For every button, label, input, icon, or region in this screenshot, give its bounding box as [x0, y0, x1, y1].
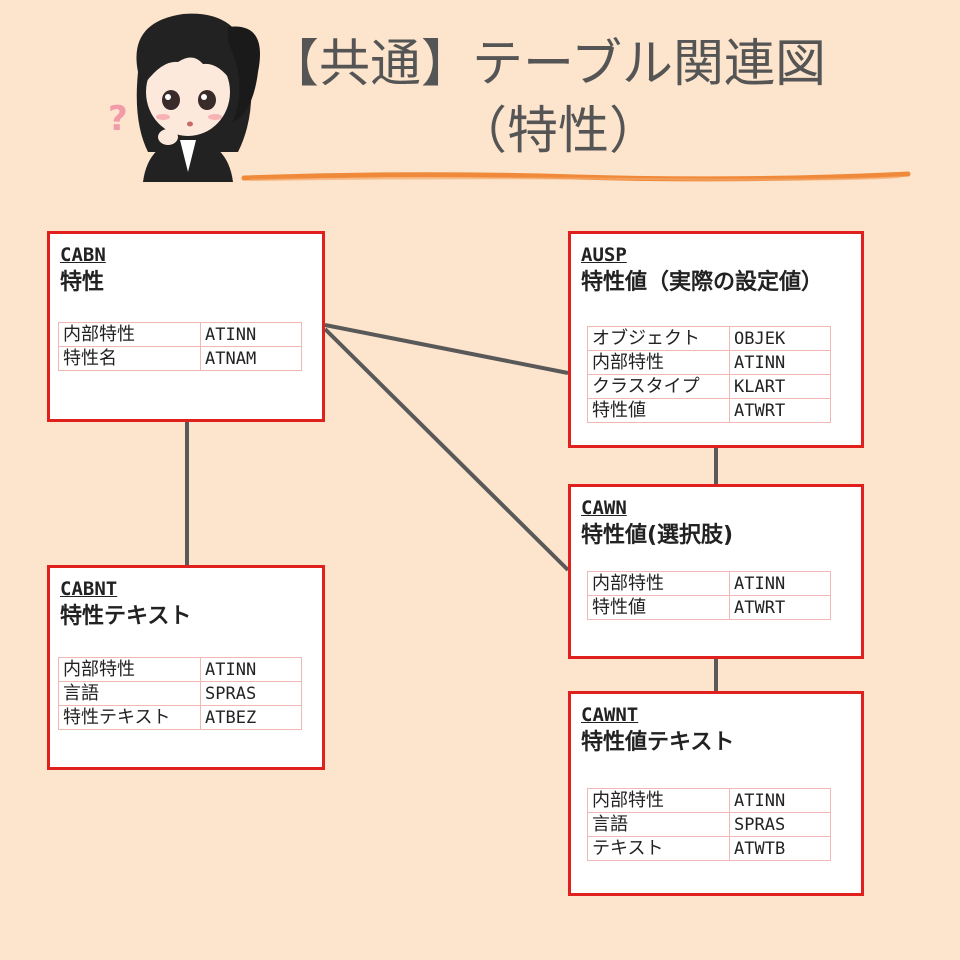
table-code: AUSP: [581, 244, 627, 266]
field-name: 特性値: [587, 595, 730, 620]
field-name: テキスト: [587, 836, 730, 861]
field-row: 内部特性 ATINN: [587, 788, 831, 813]
field-name: 特性テキスト: [58, 705, 201, 730]
table-name: 特性値テキスト: [581, 730, 735, 755]
field-row: 内部特性 ATINN: [587, 571, 831, 596]
field-code: ATBEZ: [200, 705, 302, 730]
field-name: 特性値: [587, 398, 730, 423]
header: ? 【共通】テーブル関連図 （特性）: [0, 0, 960, 200]
field-code: OBJEK: [729, 326, 831, 351]
field-list: 内部特性 ATINN 特性名 ATNAM: [58, 322, 302, 371]
field-name: 内部特性: [587, 350, 730, 375]
field-list: 内部特性 ATINN 特性値 ATWRT: [587, 571, 831, 620]
table-name: 特性値(選択肢): [581, 523, 734, 548]
svg-text:?: ?: [108, 99, 128, 139]
field-code: SPRAS: [729, 812, 831, 837]
field-code: ATINN: [729, 788, 831, 813]
field-name: 内部特性: [58, 322, 201, 347]
field-row: 言語 SPRAS: [587, 812, 831, 837]
field-list: 内部特性 ATINN 言語 SPRAS 特性テキスト ATBEZ: [58, 657, 302, 730]
table-code: CAWN: [581, 497, 627, 519]
field-list: オブジェクト OBJEK 内部特性 ATINN クラスタイプ KLART 特性値…: [587, 326, 831, 423]
field-code: ATINN: [729, 571, 831, 596]
relation-cabn-ausp: [324, 323, 569, 375]
field-name: 特性名: [58, 346, 201, 371]
table-box-ausp: AUSP 特性値（実際の設定値） オブジェクト OBJEK 内部特性 ATINN…: [568, 231, 864, 448]
field-row: テキスト ATWTB: [587, 836, 831, 861]
diagram-title: 【共通】テーブル関連図: [268, 35, 826, 94]
field-code: ATINN: [200, 322, 302, 347]
field-list: 内部特性 ATINN 言語 SPRAS テキスト ATWTB: [587, 788, 831, 861]
field-row: 言語 SPRAS: [58, 681, 302, 706]
table-name: 特性テキスト: [60, 604, 192, 629]
field-row: オブジェクト OBJEK: [587, 326, 831, 351]
table-code: CABN: [60, 244, 106, 266]
field-row: 特性値 ATWRT: [587, 595, 831, 620]
field-name: クラスタイプ: [587, 374, 730, 399]
field-row: 特性名 ATNAM: [58, 346, 302, 371]
table-box-cabn: CABN 特性 内部特性 ATINN 特性名 ATNAM: [47, 231, 325, 422]
field-code: ATWRT: [729, 398, 831, 423]
diagram-subtitle: （特性）: [455, 102, 660, 161]
field-name: オブジェクト: [587, 326, 730, 351]
field-row: 内部特性 ATINN: [587, 350, 831, 375]
field-row: 特性テキスト ATBEZ: [58, 705, 302, 730]
table-box-cawnt: CAWNT 特性値テキスト 内部特性 ATINN 言語 SPRAS テキスト A…: [568, 691, 864, 896]
field-name: 内部特性: [587, 788, 730, 813]
field-code: ATNAM: [200, 346, 302, 371]
field-row: クラスタイプ KLART: [587, 374, 831, 399]
field-code: ATWRT: [729, 595, 831, 620]
table-box-cawn: CAWN 特性値(選択肢) 内部特性 ATINN 特性値 ATWRT: [568, 484, 864, 659]
field-row: 内部特性 ATINN: [58, 322, 302, 347]
field-code: ATINN: [200, 657, 302, 682]
field-code: SPRAS: [200, 681, 302, 706]
table-name: 特性値（実際の設定値）: [581, 270, 824, 295]
title-underline: [241, 171, 911, 182]
field-row: 特性値 ATWRT: [587, 398, 831, 423]
table-name: 特性: [60, 270, 105, 295]
field-name: 言語: [58, 681, 201, 706]
field-code: ATWTB: [729, 836, 831, 861]
avatar-illustration: ?: [108, 13, 260, 182]
table-box-cabnt: CABNT 特性テキスト 内部特性 ATINN 言語 SPRAS 特性テキスト …: [47, 565, 325, 770]
field-name: 言語: [587, 812, 730, 837]
table-code: CAWNT: [581, 704, 639, 726]
field-name: 内部特性: [58, 657, 201, 682]
field-code: KLART: [729, 374, 831, 399]
table-code: CABNT: [60, 578, 118, 600]
field-code: ATINN: [729, 350, 831, 375]
relation-cabn-cawn: [323, 327, 570, 572]
field-name: 内部特性: [587, 571, 730, 596]
field-row: 内部特性 ATINN: [58, 657, 302, 682]
